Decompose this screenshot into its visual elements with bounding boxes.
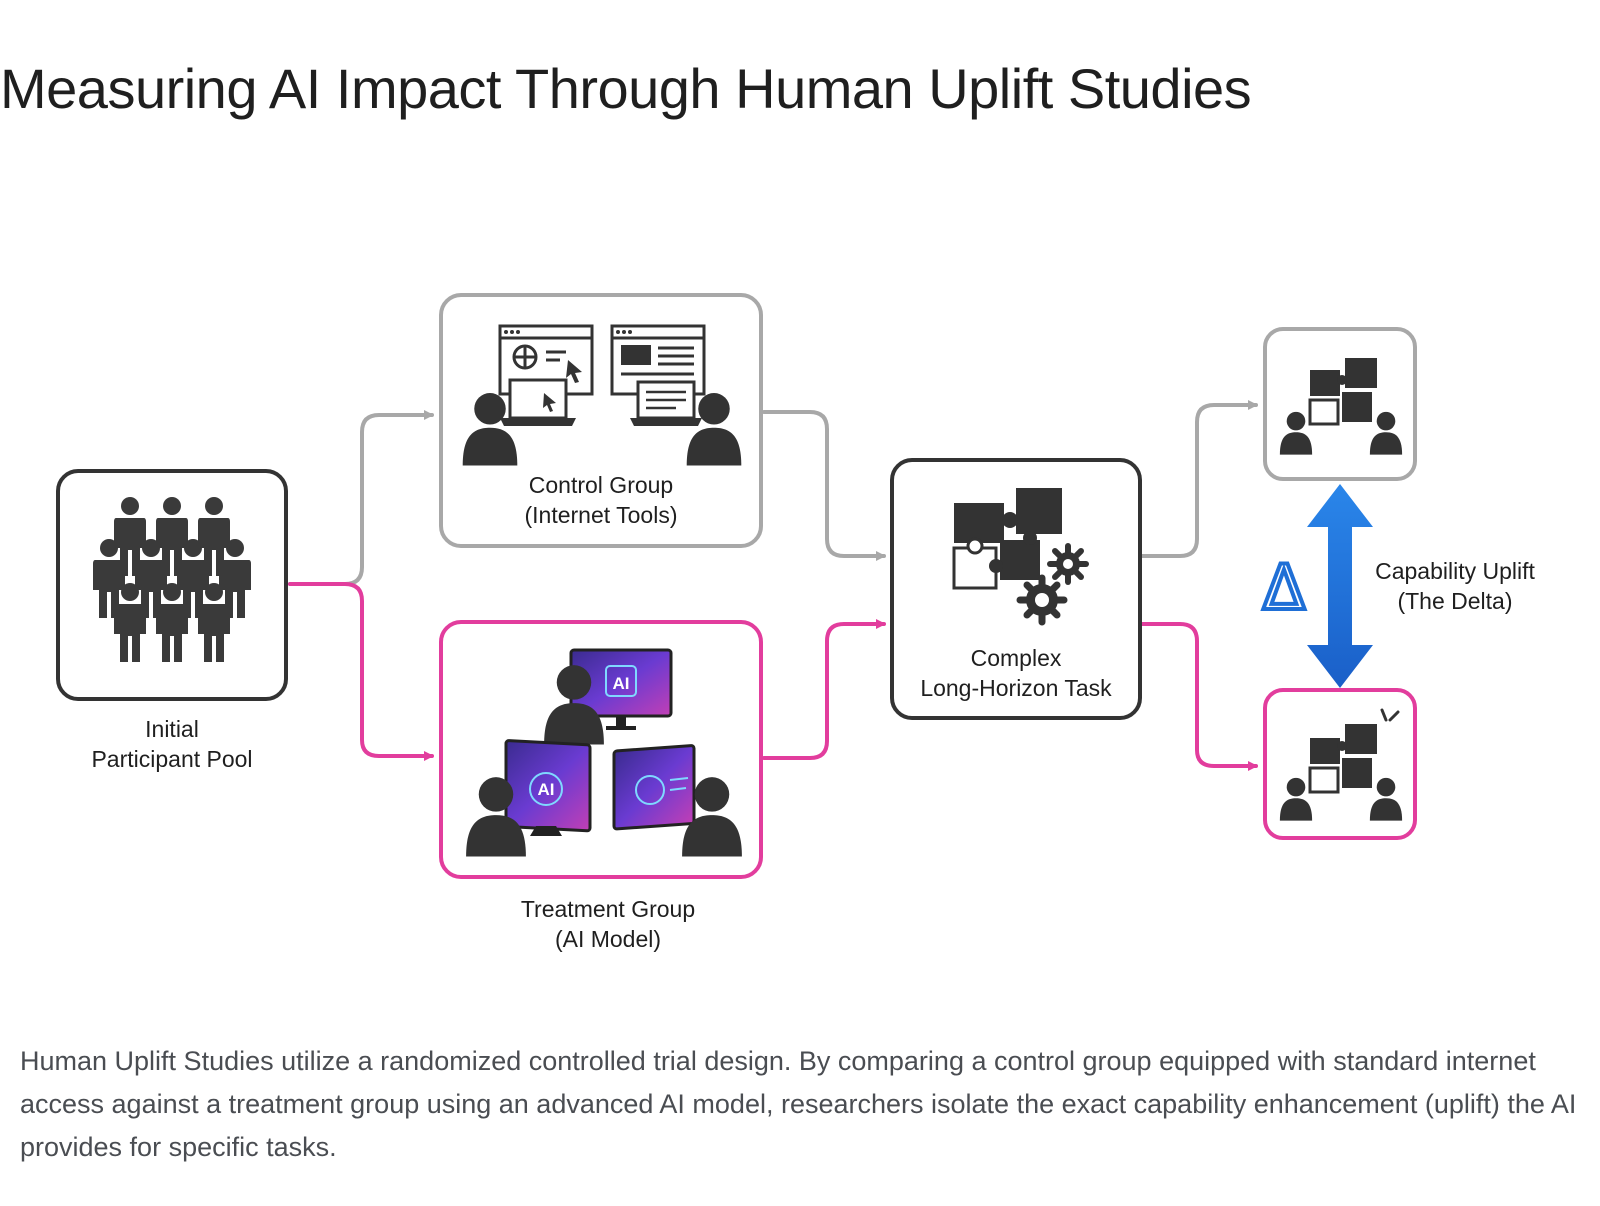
treatment-label-line2: (AI Model) [555,926,661,952]
uplift-study-diagram: Initial Participant Pool [56,293,1535,952]
page-title: Measuring AI Impact Through Human Uplift… [0,57,1252,120]
treatment-label-line1: Treatment Group [521,896,695,922]
laptop-icon [500,378,576,426]
arrow-pool-to-treatment [288,582,434,761]
ai-monitor-icon [612,744,696,831]
uplift-label-line2: (The Delta) [1397,588,1512,614]
node-control-outcome [1263,327,1417,481]
double-arrow-icon [1307,484,1373,688]
arrow-treatment-to-task [762,619,886,760]
task-label-line2: Long-Horizon Task [920,675,1112,701]
node-control-group: Control Group (Internet Tools) [439,293,763,548]
node-participant-pool: Initial Participant Pool [56,469,288,772]
arrow-pool-to-control [288,410,434,586]
puzzle-collaboration-icon [1308,724,1377,794]
caption-text: Human Uplift Studies utilize a randomize… [20,1046,1577,1162]
gear-icon [1016,543,1089,626]
puzzle-icon [952,488,1062,590]
uplift-label-line1: Capability Uplift [1375,558,1535,584]
node-complex-task: Complex Long-Horizon Task [890,458,1142,720]
monitor-icon [630,380,702,426]
node-treatment-outcome [1263,688,1417,840]
pool-label-line1: Initial [145,716,199,742]
control-label-line2: (Internet Tools) [525,502,678,528]
node-treatment-group: AI AI Treatment Group (AI Model) [439,620,763,952]
arrow-control-to-task [762,410,886,561]
connectors [288,400,1258,771]
ai-monitor-icon: AI [504,739,592,836]
sparkle-icon [1380,708,1400,722]
control-label-line1: Control Group [529,472,673,498]
ai-chip-label: AI [613,674,630,693]
pool-label-line2: Participant Pool [91,746,252,772]
capability-uplift: Δ Capability Uplift (The Delta) [1261,484,1535,688]
arrow-task-to-treatment-outcome [1140,622,1258,771]
puzzle-collaboration-icon [1308,358,1377,426]
control-outcome-box [1263,327,1417,481]
delta-symbol: Δ [1263,551,1305,624]
ai-chip-label: AI [538,780,555,799]
task-label-line1: Complex [971,645,1062,671]
arrow-task-to-control-outcome [1140,400,1258,558]
cursor-icon [566,360,582,383]
